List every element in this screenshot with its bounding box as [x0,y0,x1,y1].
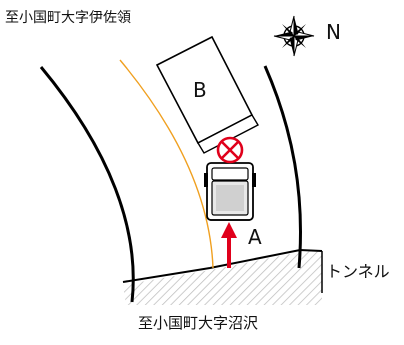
north-label: N [326,20,341,44]
prohibit-x-icon [216,136,244,164]
road-left-edge [39,66,135,303]
compass-rose-icon [273,15,315,57]
vehicle-a [204,162,256,221]
tunnel-label: トンネル [326,262,390,281]
destination-label-north: 至小国町大字伊佐領 [5,10,131,26]
vehicle-b [155,35,259,154]
tunnel-portal [122,248,323,305]
vehicle-b-label: B [193,78,207,102]
destination-label-south: 至小国町大字沼沢 [138,314,259,332]
direction-arrow [221,222,237,268]
road-right-edge [263,65,302,269]
vehicle-a-label: A [248,225,262,249]
center-line [119,59,214,269]
